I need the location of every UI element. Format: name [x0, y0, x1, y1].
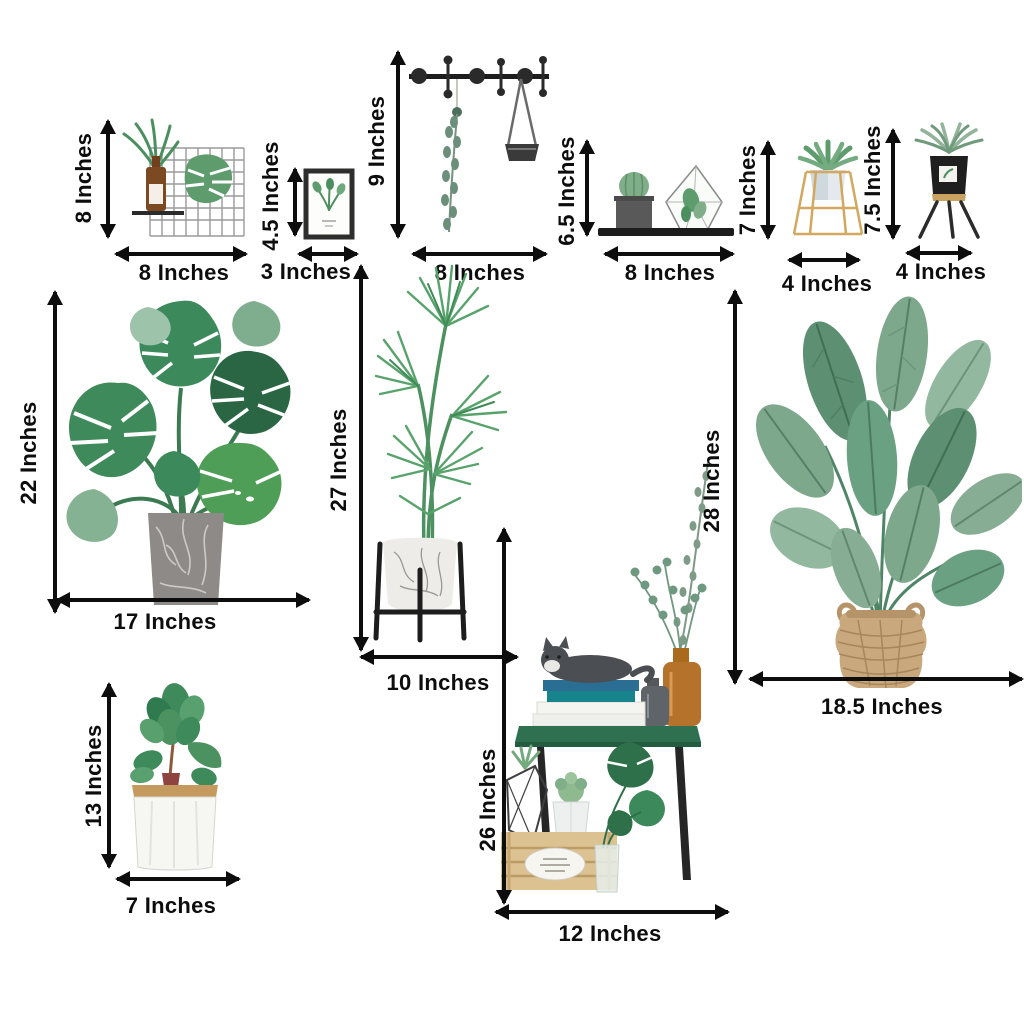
wall-shelf-graphic [598, 164, 734, 236]
width-arrow [494, 904, 730, 920]
width-label: 12 Inches [558, 921, 662, 946]
woven-basket [835, 602, 927, 689]
framed-print-graphic [303, 168, 355, 240]
width-arrow [297, 246, 359, 262]
fiddle-leaf-plant-graphic [130, 683, 222, 871]
height-arrow [101, 682, 117, 869]
height-arrow [579, 139, 595, 237]
width-arrow [55, 592, 311, 608]
height-label: 7.5 Inches [860, 125, 885, 235]
gold-stand-planter-graphic [792, 139, 864, 236]
palm-plant-graphic [373, 264, 508, 643]
soil-band [132, 785, 218, 797]
banana-leaf-plant-graphic [756, 296, 1022, 689]
width-label: 4 Inches [895, 259, 987, 284]
geometric-planter [505, 744, 549, 844]
width-label: 10 Inches [386, 670, 490, 695]
width-arrow [115, 871, 241, 887]
height-label: 22 Inches [16, 401, 41, 505]
height-label: 4.5 Inches [258, 141, 283, 251]
width-label: 8 Inches [624, 260, 716, 285]
table-scene-graphic [501, 461, 710, 893]
height-arrow [353, 264, 369, 652]
succulent [797, 139, 859, 173]
height-label: 28 Inches [699, 429, 724, 533]
leaves [130, 683, 222, 787]
height-arrow [496, 527, 512, 905]
width-label: 18.5 Inches [821, 694, 943, 719]
height-label: 7 Inches [735, 144, 760, 236]
height-label: 13 Inches [81, 724, 106, 828]
height-arrow [885, 128, 901, 240]
width-label: 7 Inches [125, 893, 217, 918]
width-arrow [411, 246, 548, 262]
eucalyptus-leaves [441, 116, 461, 230]
table-top [515, 726, 701, 742]
height-label: 8 Inches [71, 132, 96, 224]
height-arrow [727, 289, 743, 685]
cat [541, 636, 655, 683]
monstera-plant-graphic [66, 300, 291, 605]
tripod-planter-graphic [914, 122, 984, 239]
width-arrow [787, 252, 861, 268]
width-label: 3 Inches [260, 259, 352, 284]
fronds [374, 264, 508, 516]
width-arrow [359, 649, 519, 665]
width-label: 8 Inches [138, 260, 230, 285]
width-label: 4 Inches [781, 271, 873, 296]
small-red-pot [162, 773, 180, 787]
height-label: 6.5 Inches [554, 136, 579, 246]
hanging-rack-graphic [409, 55, 549, 233]
monstera-in-glass [594, 742, 665, 893]
width-arrow [603, 246, 735, 262]
pot-stand [373, 541, 467, 643]
height-arrow [100, 119, 116, 239]
leaves [756, 296, 1022, 609]
height-arrow [47, 290, 63, 614]
palm-sprig [122, 118, 180, 172]
wooden-crate [501, 832, 617, 890]
height-label: 26 Inches [475, 748, 500, 852]
height-label: 27 Inches [326, 408, 351, 512]
height-arrow [287, 167, 303, 237]
gold-wire-stand [792, 170, 864, 236]
sage-plant [914, 122, 984, 154]
trunks [416, 323, 454, 553]
height-label: 9 Inches [364, 95, 389, 187]
width-arrow [114, 246, 248, 262]
wire-grid-panel-graphic [122, 118, 245, 237]
marble-pot [148, 513, 224, 605]
width-arrow [748, 671, 1024, 687]
width-label: 17 Inches [113, 609, 217, 634]
width-arrow [905, 245, 973, 261]
height-arrow [760, 140, 776, 240]
height-arrow [390, 50, 406, 239]
